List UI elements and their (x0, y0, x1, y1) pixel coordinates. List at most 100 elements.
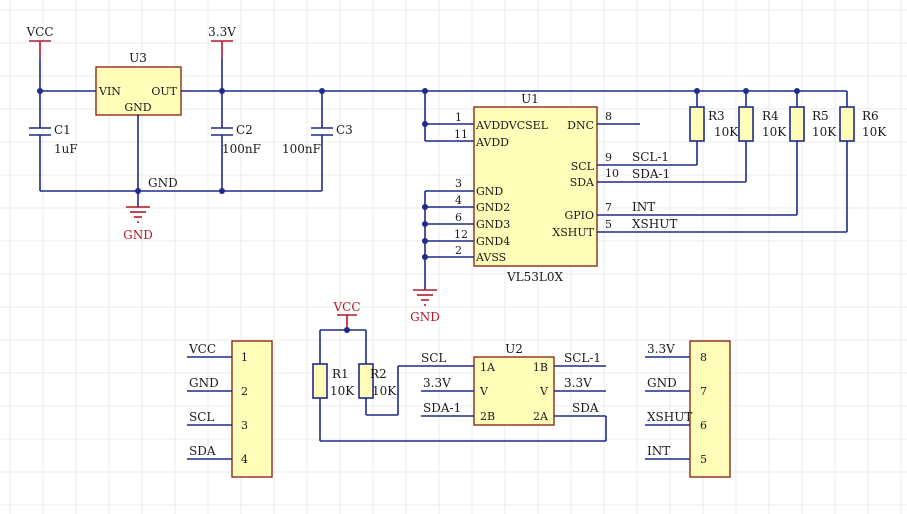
junction (135, 188, 141, 194)
r4-value: 10K (762, 125, 787, 139)
u3-pin-gnd: GND (124, 101, 151, 114)
gnd-symbol-u1 (413, 289, 437, 306)
conn-left-body (231, 340, 273, 478)
u1-pin-name: GND (476, 185, 503, 198)
conn-left-pin: 2 (241, 385, 248, 398)
c2-value: 100nF (222, 142, 261, 156)
u1-pin-name: DNC (567, 119, 594, 132)
u1-pin-num: 2 (455, 244, 462, 257)
u2-net-right: SCL-1 (564, 351, 601, 365)
junction (422, 221, 428, 227)
u1-pin-name: GND3 (476, 218, 510, 231)
conn-right-body (689, 340, 731, 478)
u2-pin-right: 1B (533, 361, 548, 374)
u3-ref: U3 (129, 51, 147, 65)
conn-left-label: SCL (189, 410, 214, 424)
junction (344, 327, 350, 333)
r6-value: 10K (862, 125, 887, 139)
gnd-symbol-left (126, 206, 150, 223)
u1-pin-name: SCL (571, 160, 595, 173)
r2-value: 10K (372, 384, 397, 398)
u2-net-left: 3.3V (423, 376, 451, 390)
conn-right-label: INT (647, 444, 670, 458)
u2-net-left: SDA-1 (423, 401, 461, 415)
net-label-sda1: SDA-1 (632, 167, 670, 181)
c2-ref: C2 (236, 123, 253, 137)
r4-body (738, 106, 754, 142)
u1-section: U1 VL53L0X AVDDVCSEL AVDD GND GND2 GND3 … (410, 91, 887, 324)
u1-pin-name: GPIO (564, 209, 594, 222)
junction (422, 121, 428, 127)
r3-ref: R3 (708, 109, 725, 123)
u2-pin-left: 1A (480, 361, 496, 374)
vcc2-label: VCC (332, 300, 360, 314)
junction (422, 204, 428, 210)
conn-left-pin: 1 (241, 351, 248, 364)
conn-right-label: GND (647, 376, 677, 390)
conn-left-pin: 3 (241, 419, 248, 432)
power-section: VCC 3.3V U3 VIN OUT GND C1 1uF C2 100nF (25, 25, 847, 242)
r1-body (312, 363, 328, 399)
r1-value: 10K (330, 384, 355, 398)
u2-pin-left: V (479, 385, 489, 398)
r5-body (789, 106, 805, 142)
u1-pin-name: SDA (570, 176, 595, 189)
u2-pin-right: V (539, 385, 549, 398)
c3-ref: C3 (336, 123, 353, 137)
u1-pin-num: 8 (605, 110, 612, 123)
conn-left-label: GND (189, 376, 219, 390)
conn-right-label: 3.3V (647, 342, 675, 356)
vcc-label: VCC (25, 25, 53, 39)
u1-pin-num: 11 (454, 128, 468, 141)
net-label-scl1: SCL-1 (632, 150, 669, 164)
conn-right-pin: 7 (700, 385, 707, 398)
u1-pin-num: 9 (605, 151, 612, 164)
u1-pin-num: 6 (455, 211, 462, 224)
conn-right-pin: 6 (700, 419, 707, 432)
r4-ref: R4 (762, 109, 779, 123)
c3-value: 100nF (282, 142, 321, 156)
u1-pin-name: GND2 (476, 201, 510, 214)
u1-pin-num: 7 (605, 201, 612, 214)
conn-left-pin: 4 (241, 453, 248, 466)
connector-left: VCC GND SCL SDA 1 2 3 4 (187, 340, 273, 478)
u3-pin-out: OUT (151, 85, 177, 98)
r2-ref: R2 (370, 367, 387, 381)
u2-pin-left: 2B (480, 410, 495, 423)
u3-pin-vin: VIN (98, 85, 121, 98)
u1-part: VL53L0X (506, 270, 564, 284)
r6-ref: R6 (862, 109, 879, 123)
u1-pin-num: 1 (455, 111, 462, 124)
junction (422, 254, 428, 260)
u1-pin-num: 5 (605, 218, 612, 231)
u1-pin-name: XSHUT (552, 226, 594, 239)
r3-body (689, 106, 705, 142)
conn-right-pin: 5 (700, 453, 707, 466)
c1-value: 1uF (54, 142, 78, 156)
junction (319, 88, 325, 94)
u1-pin-num: 10 (605, 167, 619, 180)
connector-right: 3.3V GND XSHUT INT 8 7 6 5 (645, 340, 731, 478)
r1-ref: R1 (332, 367, 349, 381)
junction (219, 88, 225, 94)
net-label-xshut: XSHUT (632, 217, 677, 231)
gnd-label-u1: GND (410, 310, 440, 324)
gnd-label-left: GND (123, 228, 153, 242)
conn-right-pin: 8 (700, 351, 707, 364)
u1-pin-name: AVSS (475, 251, 506, 264)
u1-pin-num: 4 (455, 194, 462, 207)
u1-pin-name: AVDD (475, 136, 509, 149)
u2-pin-right: 2A (533, 410, 549, 423)
u1-pin-name: AVDDVCSEL (475, 119, 549, 132)
r5-value: 10K (812, 125, 837, 139)
conn-right-label: XSHUT (647, 410, 692, 424)
r3-value: 10K (714, 125, 739, 139)
v33-label: 3.3V (208, 25, 236, 39)
junction (422, 238, 428, 244)
u1-ref: U1 (521, 92, 539, 106)
conn-left-label: VCC (188, 342, 216, 356)
r5-ref: R5 (812, 109, 829, 123)
u2-body (473, 356, 555, 426)
u1-pin-num: 3 (455, 177, 462, 190)
